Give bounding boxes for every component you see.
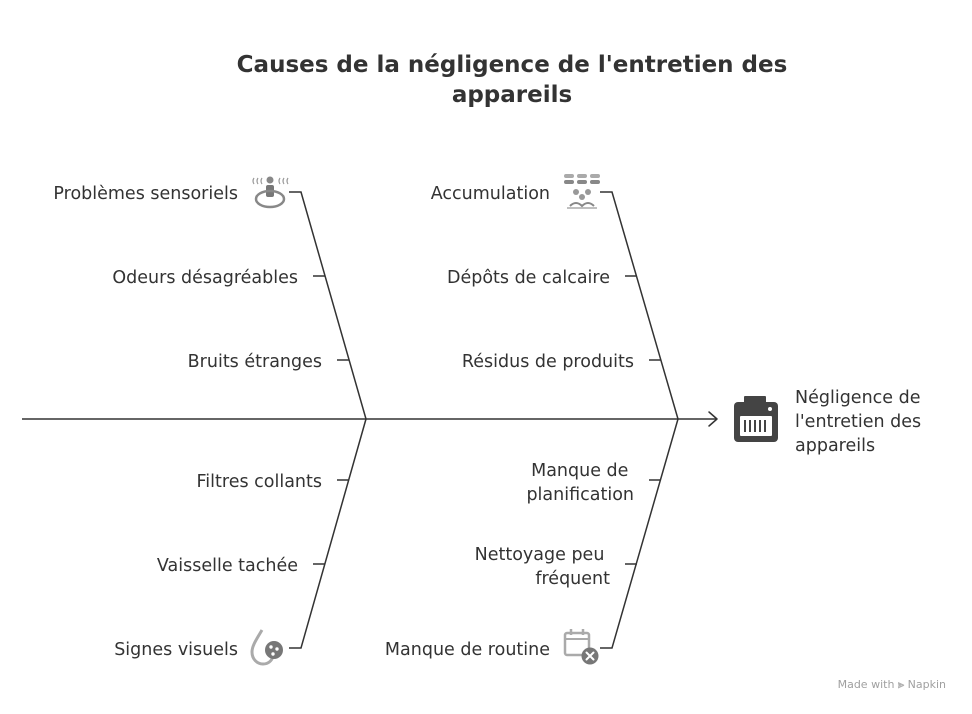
effect-label: Négligence de l'entretien des appareils	[795, 388, 927, 456]
made-with-napkin-footer[interactable]: Made with ⪢ Napkin	[838, 678, 946, 692]
stained-drop-icon	[250, 629, 283, 666]
cause-dishes: Vaisselle tachée	[157, 556, 298, 576]
cause-infrequent-cleaning: Nettoyage peu fréquent	[475, 545, 610, 589]
made-with-text: Made with	[837, 678, 895, 691]
napkin-brand: Napkin	[907, 678, 946, 691]
napkin-logo-icon: ⪢	[897, 678, 905, 691]
bone-routine	[600, 418, 679, 649]
bone-visual	[289, 418, 367, 649]
branch-label-routine: Manque de routine	[385, 640, 550, 660]
branch-label-visual: Signes visuels	[114, 640, 238, 660]
cause-odors: Odeurs désagréables	[112, 268, 298, 288]
cause-limescale: Dépôts de calcaire	[447, 268, 610, 288]
branch-label-sensory: Problèmes sensoriels	[53, 184, 238, 204]
diagram-title: Causes de la négligence de l'entretien d…	[236, 52, 788, 108]
bone-accumulation	[600, 191, 679, 420]
cause-residues: Résidus de produits	[462, 352, 634, 372]
branch-label-accumulation: Accumulation	[431, 184, 550, 204]
printer-icon	[734, 396, 778, 442]
cause-noises: Bruits étranges	[188, 352, 322, 372]
accumulation-icon	[564, 174, 600, 209]
sensory-person-icon	[252, 176, 289, 209]
cause-planning: Manque de planification	[526, 461, 634, 505]
calendar-cancel-icon	[563, 629, 599, 665]
bone-sensory	[289, 191, 367, 420]
cause-filters: Filtres collants	[197, 472, 322, 492]
spine-arrowhead	[708, 411, 718, 427]
